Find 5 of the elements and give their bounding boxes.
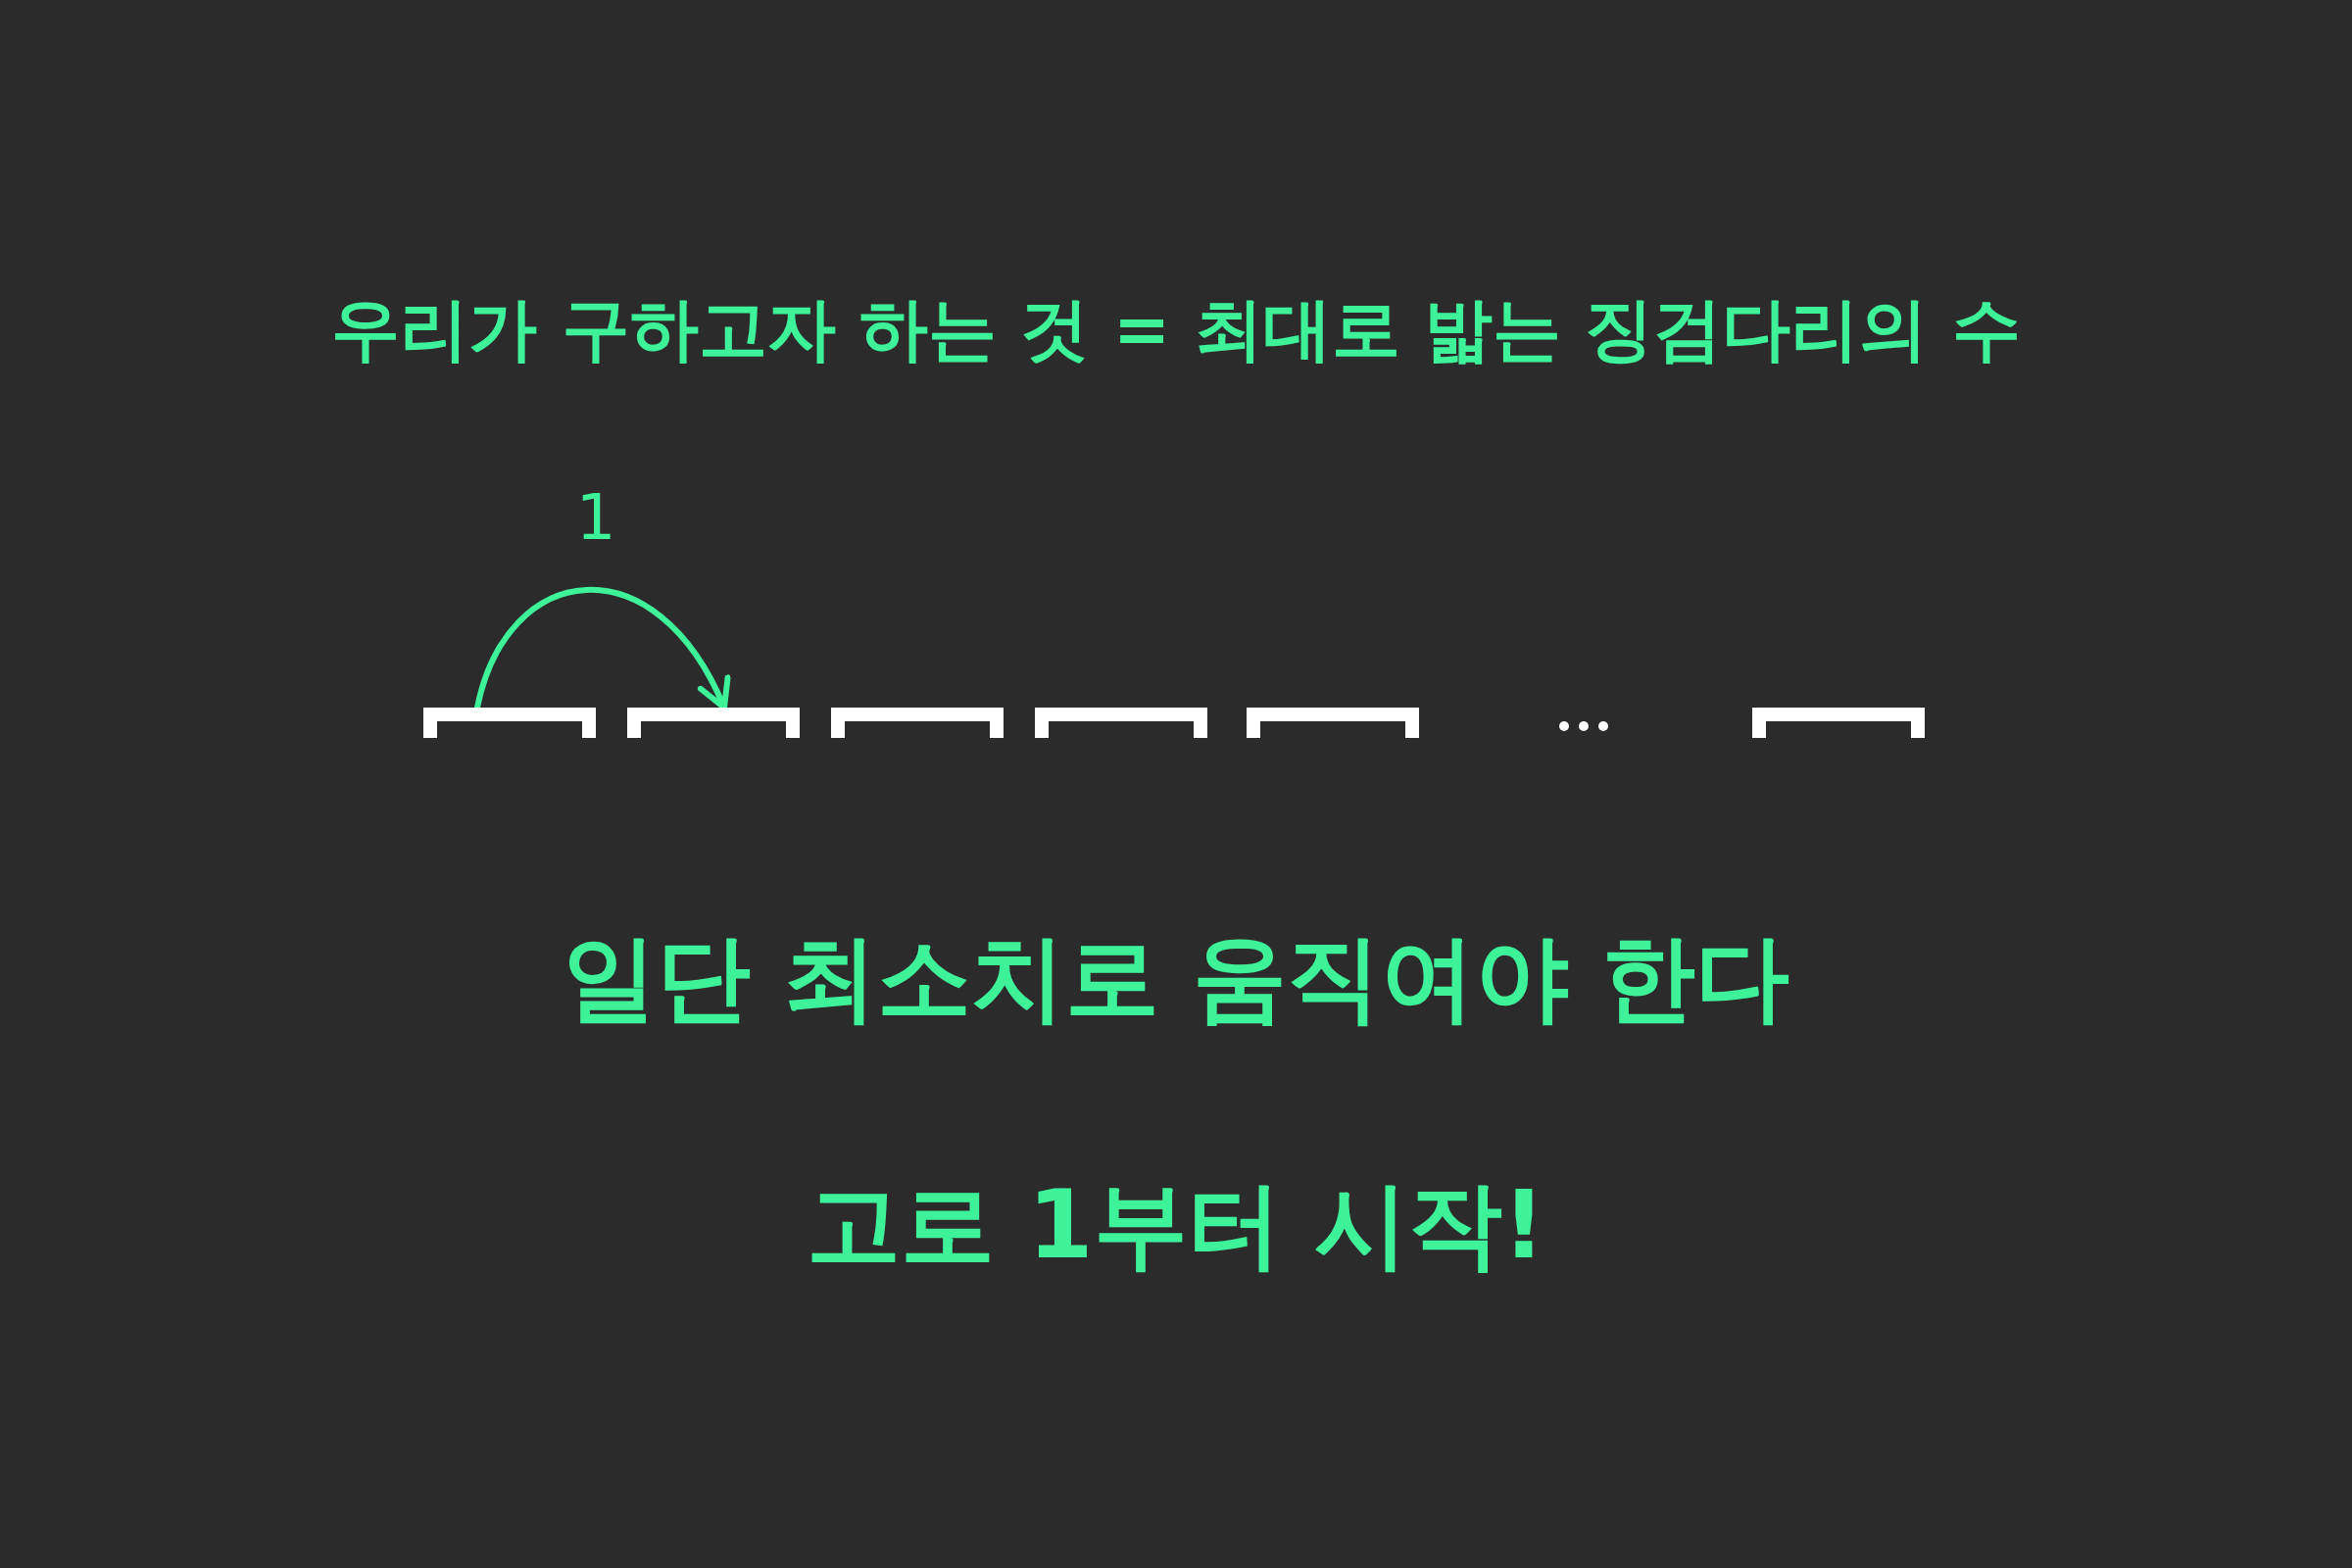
caption-text: 고로 1부터 시작! — [807, 1169, 1545, 1282]
heading: 우리가 구하고자 하는 것 = 최대로 밟는 징검다리의 수 — [331, 288, 2021, 371]
edge-label: 1 — [575, 481, 616, 554]
caption-text: 일단 최소치로 움직여야 한다 — [562, 922, 1790, 1035]
curved-arrow — [474, 587, 729, 710]
